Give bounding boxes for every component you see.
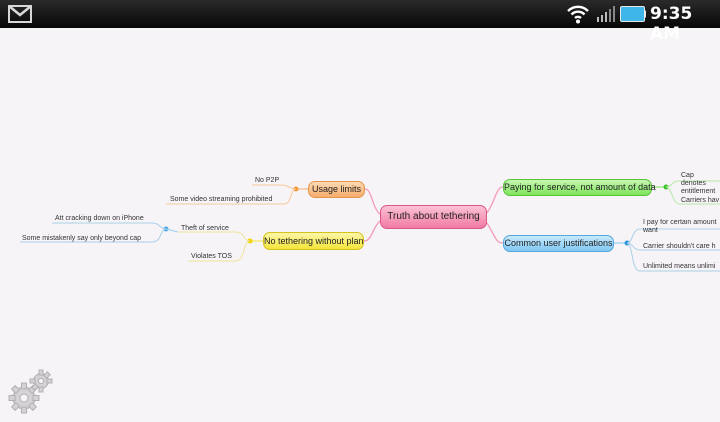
leaf-cap-entitlement[interactable]: Cap denotes entitlement xyxy=(681,172,716,195)
leaf-pay-certain-amount[interactable]: I pay for certain amount want xyxy=(643,219,717,234)
leaf-carriers[interactable]: Carriers hav xyxy=(681,197,720,204)
topic-no-tethering[interactable]: No tethering without plan xyxy=(263,232,364,250)
wifi-icon xyxy=(567,5,589,24)
gmail-icon[interactable] xyxy=(8,5,32,23)
leaf-no-p2p[interactable]: No P2P xyxy=(255,177,280,184)
gears-icon[interactable] xyxy=(8,368,54,414)
status-bar: 9:35 AM xyxy=(0,0,720,44)
topic-paying-for-service[interactable]: Paying for service, not amount of data xyxy=(503,179,656,196)
leaf-video-streaming[interactable]: Some video streaming prohibited xyxy=(170,196,273,203)
leaf-beyond-cap[interactable]: Some mistakenly say only beyond cap xyxy=(22,235,142,242)
clock: 9:35 AM xyxy=(650,4,693,44)
leaf-att-iphone[interactable]: Att cracking down on iPhone xyxy=(55,215,144,222)
mindmap-connectors xyxy=(20,180,720,272)
signal-icon xyxy=(597,6,615,22)
leaf-violates-tos[interactable]: Violates TOS xyxy=(191,253,232,260)
leaf-unlimited-means[interactable]: Unlimited means unlimi xyxy=(643,263,716,270)
leaf-carrier-shouldnt-care[interactable]: Carrier shouldn't care h xyxy=(643,243,716,250)
topic-common-justifications[interactable]: Common user justifications xyxy=(503,235,614,252)
mindmap-canvas[interactable]: Truth about tethering Usage limits No te… xyxy=(0,28,720,422)
leaf-theft-of-service[interactable]: Theft of service xyxy=(181,225,229,232)
topic-usage-limits[interactable]: Usage limits xyxy=(308,181,365,198)
battery-icon xyxy=(620,6,646,22)
central-topic[interactable]: Truth about tethering xyxy=(380,205,487,229)
